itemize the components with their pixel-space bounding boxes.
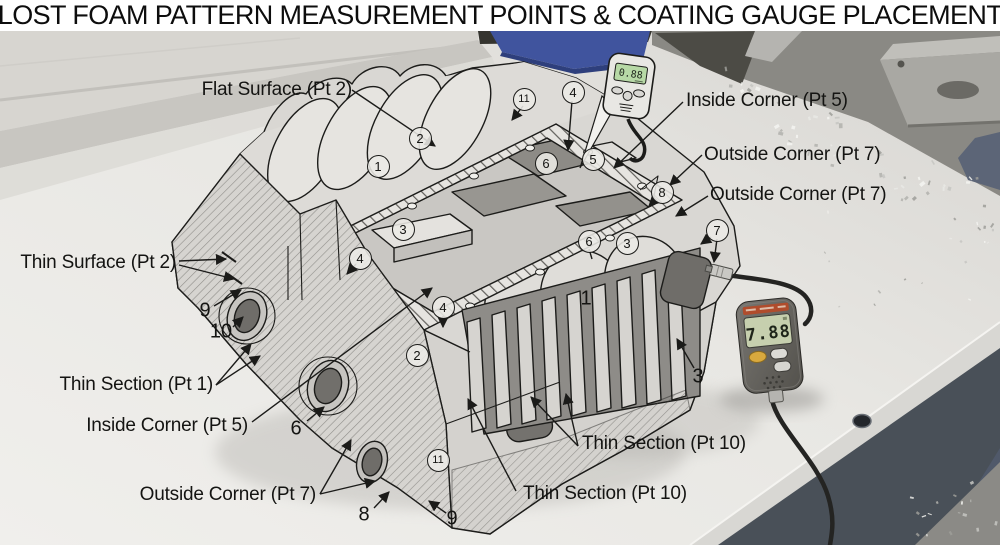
coating-gauge-photo: 7.88 xyxy=(735,297,804,404)
measurement-point-number: 6 xyxy=(290,417,302,440)
probe-and-cable xyxy=(704,263,835,545)
measurement-point-circled: 3 xyxy=(615,231,639,255)
dark-fixture xyxy=(655,31,762,84)
measurement-point-circled: 3 xyxy=(391,217,415,241)
callout-outside-corner-1: Outside Corner (Pt 7) xyxy=(704,144,881,165)
page-title: LOST FOAM PATTERN MEASUREMENT POINTS & C… xyxy=(0,0,1000,30)
probe-head xyxy=(704,263,734,281)
wall xyxy=(0,31,478,131)
measurement-point-circled: 6 xyxy=(577,229,601,253)
measurement-point-circled: 6 xyxy=(534,151,558,175)
cabinet-hole xyxy=(852,413,872,429)
gauge-button-amber xyxy=(748,350,767,363)
measurement-point-circled: 7 xyxy=(705,218,729,242)
measurement-point-number: 9 xyxy=(446,507,458,530)
measurement-point-number: 1 xyxy=(580,287,592,310)
measurement-point-circled: 4 xyxy=(561,80,585,104)
gauge-button-1 xyxy=(770,347,789,360)
cabinet xyxy=(718,348,1000,545)
illustrated-gauge-reading: 0.88 xyxy=(618,67,643,81)
measurement-point-number: 9 xyxy=(199,299,211,322)
gauge-cable-drawn xyxy=(626,118,647,163)
gauge-speaker xyxy=(763,375,784,390)
measurement-point-circled: 4 xyxy=(431,295,455,319)
measurement-point-circled: 8 xyxy=(650,180,674,204)
callout-thin-surface: Thin Surface (Pt 2) xyxy=(20,252,176,273)
metal-chips xyxy=(718,66,998,537)
measurement-point-circled: 11 xyxy=(426,448,450,472)
gauge-connector xyxy=(768,389,784,404)
measurement-point-circled: 1 xyxy=(366,154,390,178)
callout-thin-section-1: Thin Section (Pt 1) xyxy=(59,374,213,395)
aluminum-block xyxy=(880,36,1000,128)
measurement-point-number: 8 xyxy=(358,503,370,526)
callout-flat-surface: Flat Surface (Pt 2) xyxy=(201,79,353,100)
clamp-object xyxy=(958,132,1000,190)
measurement-point-circled: 5 xyxy=(581,147,605,171)
cooling-fins xyxy=(461,247,701,435)
measurement-point-circled: 11 xyxy=(512,87,536,111)
gauge-button-2 xyxy=(773,360,792,373)
callout-outside-corner-2: Outside Corner (Pt 7) xyxy=(710,184,887,205)
callout-outside-corner-3: Outside Corner (Pt 7) xyxy=(139,484,317,505)
coating-gauge-illustration: 0.88 xyxy=(579,52,656,169)
title-bar: LOST FOAM PATTERN MEASUREMENT POINTS & C… xyxy=(0,0,1000,31)
measurement-point-number: 10 xyxy=(209,320,233,343)
callout-inside-corner-top: Inside Corner (Pt 5) xyxy=(686,90,848,111)
photo-gauge-reading: 7.88 xyxy=(745,321,792,346)
measurement-point-circled: 2 xyxy=(405,343,429,367)
measurement-point-number: 3 xyxy=(692,365,704,388)
measurement-point-circled: 2 xyxy=(408,126,432,150)
measurement-point-circled: 4 xyxy=(348,246,372,270)
floor-corner xyxy=(915,462,1000,545)
callout-thin-section-10-mid: Thin Section (Pt 10) xyxy=(582,433,746,454)
callout-inside-corner-left: Inside Corner (Pt 5) xyxy=(86,415,248,436)
callout-thin-section-10-bot: Thin Section (Pt 10) xyxy=(523,483,687,504)
